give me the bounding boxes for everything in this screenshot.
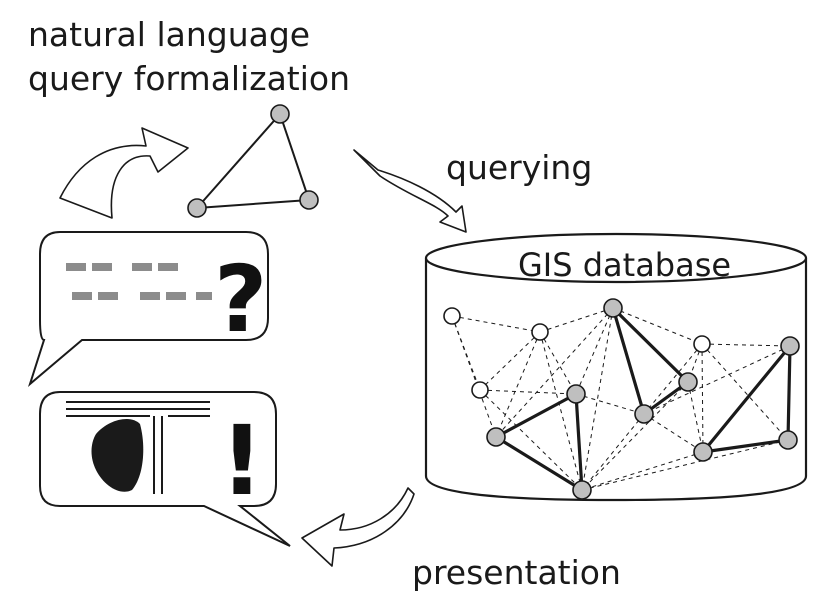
database-nodes bbox=[443, 298, 800, 500]
db-node-empty bbox=[531, 323, 549, 341]
db-node-matched bbox=[778, 430, 798, 450]
querying-label: querying bbox=[446, 148, 592, 187]
presentation-label: presentation bbox=[412, 553, 621, 592]
query-graph bbox=[187, 104, 319, 218]
map-result-graphic bbox=[66, 401, 210, 494]
db-node-matched bbox=[566, 384, 586, 404]
formalization-arrow bbox=[59, 127, 189, 219]
db-node-matched bbox=[693, 442, 713, 462]
db-node-matched bbox=[780, 336, 800, 356]
nl-query-label-line1: natural language bbox=[28, 15, 310, 54]
query-node bbox=[299, 190, 319, 210]
query-node bbox=[187, 198, 207, 218]
question-mark: ? bbox=[214, 246, 267, 353]
db-node-matched bbox=[486, 427, 506, 447]
database-dashed-edges bbox=[451, 307, 791, 491]
db-node-empty bbox=[693, 335, 711, 353]
nl-query-label-line2: query formalization bbox=[28, 59, 350, 98]
db-node-matched bbox=[678, 372, 698, 392]
db-node-empty bbox=[443, 307, 461, 325]
exclamation-mark: ! bbox=[220, 405, 264, 517]
db-node-matched bbox=[634, 404, 654, 424]
map-region-shape bbox=[91, 419, 144, 492]
db-node-matched bbox=[572, 480, 592, 500]
database-label: GIS database bbox=[518, 246, 731, 284]
querying-arrow bbox=[353, 149, 467, 233]
query-node bbox=[270, 104, 290, 124]
db-node-matched bbox=[603, 298, 623, 318]
query-dashes bbox=[66, 263, 212, 300]
gis-database-cylinder bbox=[424, 232, 808, 502]
presentation-arrow bbox=[301, 487, 415, 567]
db-node-empty bbox=[471, 381, 489, 399]
query-speech-bubble bbox=[27, 231, 269, 388]
